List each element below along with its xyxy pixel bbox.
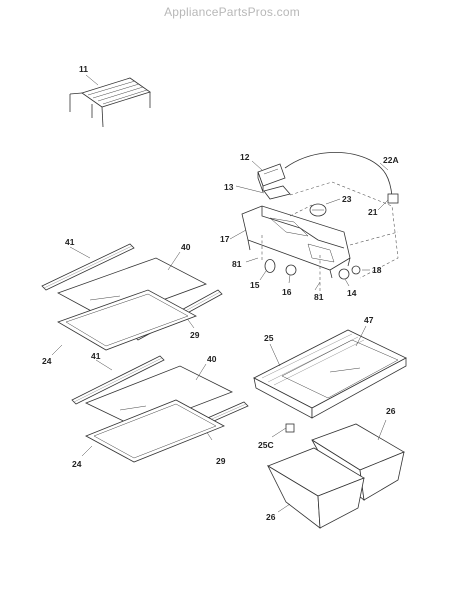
part-25-crisper-cover-frame: [253, 329, 407, 419]
part-16-lamp-socket: [285, 264, 297, 284]
callout-24-upper: 24: [42, 356, 52, 366]
callout-40-upper: 40: [181, 242, 191, 252]
assembly-guide-lines: [261, 181, 399, 294]
callout-15: 15: [250, 280, 260, 290]
part-22a-wire-harness: [284, 152, 393, 197]
part-14-damper-knob: [338, 268, 350, 287]
upper-shelf-assembly: [41, 243, 223, 356]
callout-17: 17: [220, 234, 230, 244]
part-18-knob: [351, 265, 370, 275]
part-81-screws: [245, 257, 321, 291]
callout-25: 25: [264, 333, 274, 343]
callout-labels: 11 12 13 22A 23 21 17 81 81 15 16 14 18 …: [42, 64, 399, 522]
part-17-control-housing: [229, 205, 351, 279]
callout-29-lower: 29: [216, 456, 226, 466]
callout-23: 23: [342, 194, 352, 204]
callout-16: 16: [282, 287, 292, 297]
part-26-crisper-drawer-left: [267, 447, 365, 529]
part-23-switch: [309, 198, 341, 217]
callout-26-right: 26: [386, 406, 396, 416]
callout-24-lower: 24: [72, 459, 82, 469]
callout-40-lower: 40: [207, 354, 217, 364]
part-25c-cover-support: [271, 423, 295, 438]
callout-41-upper: 41: [65, 237, 75, 247]
callout-26-left: 26: [266, 512, 276, 522]
callout-22a: 22A: [383, 155, 399, 165]
lower-shelf-assembly: [71, 355, 249, 463]
callout-14: 14: [347, 288, 357, 298]
callout-25c: 25C: [258, 440, 274, 450]
callout-13: 13: [224, 182, 234, 192]
callout-18: 18: [372, 265, 382, 275]
part-13-label-plate: [235, 185, 291, 200]
callout-81-right: 81: [314, 292, 324, 302]
part-47-crisper-glass: [281, 325, 399, 399]
callout-41-lower: 41: [91, 351, 101, 361]
callout-81-left: 81: [232, 259, 242, 269]
callout-12: 12: [240, 152, 250, 162]
part-15-light-bulb: [259, 259, 276, 281]
callout-21: 21: [368, 207, 378, 217]
callout-29-upper: 29: [190, 330, 200, 340]
site-watermark: AppliancePartsPros.com: [164, 5, 300, 19]
part-12-control-housing: [251, 160, 286, 193]
part-21-connector: [377, 193, 399, 211]
part-11-wire-rack: [69, 74, 151, 128]
callout-11: 11: [79, 64, 88, 74]
callout-47: 47: [364, 315, 374, 325]
